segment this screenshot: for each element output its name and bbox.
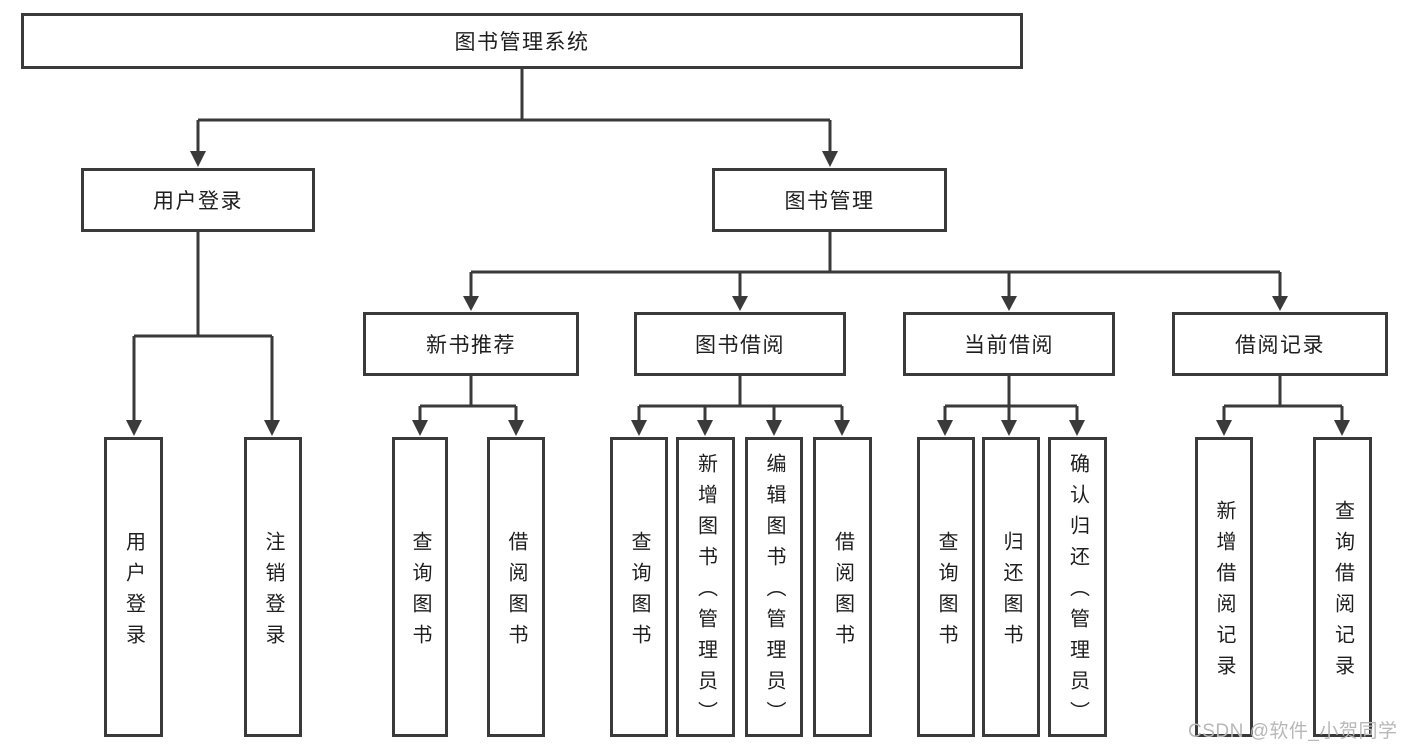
leaf-confirm-return-admin: 确认归还（管理员） — [1048, 437, 1107, 737]
leaf-borrow-books-recommend-label: 借阅图书 — [505, 530, 527, 655]
arrowhead — [126, 420, 142, 436]
node-current-borrow: 当前借阅 — [903, 312, 1115, 376]
arrowhead — [697, 420, 713, 436]
leaf-query-books-current-label: 查询图书 — [935, 530, 957, 655]
leaf-logout-label: 注销登录 — [262, 530, 284, 655]
leaf-user-login-label: 用户登录 — [122, 530, 145, 655]
leaf-add-borrow-record-label: 新增借阅记录 — [1213, 499, 1235, 686]
leaf-return-books-label: 归还图书 — [1000, 530, 1022, 655]
node-current-borrow-label: 当前借阅 — [964, 334, 1054, 357]
leaf-query-books-borrow-label: 查询图书 — [628, 530, 650, 655]
leaf-query-borrow-record: 查询借阅记录 — [1313, 437, 1372, 737]
arrowhead — [264, 420, 280, 436]
leaf-edit-books-admin: 编辑图书（管理员） — [745, 437, 803, 737]
connector-path — [132, 69, 1344, 422]
arrowhead — [822, 151, 838, 167]
node-new-book-recommend-label: 新书推荐 — [426, 334, 516, 357]
leaf-edit-books-admin-label: 编辑图书（管理员） — [763, 453, 785, 732]
node-book-borrow-label: 图书借阅 — [695, 334, 785, 357]
leaf-return-books: 归还图书 — [982, 437, 1040, 737]
arrowhead — [937, 420, 953, 436]
node-library-system: 图书管理系统 — [21, 13, 1023, 69]
arrowhead — [732, 296, 748, 311]
leaf-borrow-books-recommend: 借阅图书 — [487, 437, 545, 737]
leaf-query-books-current: 查询图书 — [917, 437, 975, 737]
leaf-user-login: 用户登录 — [104, 437, 163, 737]
arrowhead — [1001, 420, 1017, 436]
node-borrow-records: 借阅记录 — [1172, 312, 1388, 376]
node-user-login-label: 用户登录 — [153, 190, 243, 213]
leaf-confirm-return-admin-label: 确认归还（管理员） — [1066, 453, 1089, 732]
leaf-borrow-books-label: 借阅图书 — [831, 530, 854, 655]
arrowhead — [631, 420, 647, 436]
leaf-query-books-borrow: 查询图书 — [610, 437, 668, 737]
leaf-add-borrow-record: 新增借阅记录 — [1195, 437, 1253, 737]
arrowheads — [126, 151, 1350, 436]
node-user-login: 用户登录 — [81, 168, 315, 232]
leaf-query-books-recommend: 查询图书 — [392, 437, 448, 737]
node-borrow-records-label: 借阅记录 — [1235, 334, 1325, 357]
arrowhead — [1272, 296, 1288, 311]
node-new-book-recommend: 新书推荐 — [363, 312, 579, 376]
leaf-query-borrow-record-label: 查询借阅记录 — [1331, 499, 1354, 686]
leaf-logout: 注销登录 — [244, 437, 302, 737]
arrowhead — [766, 420, 782, 436]
arrowhead — [1216, 420, 1232, 436]
arrowhead — [834, 420, 850, 436]
csdn-watermark: CSDN @软件_小贺同学 — [1188, 721, 1398, 742]
node-book-borrow: 图书借阅 — [634, 312, 846, 376]
leaf-add-books-admin-label: 新增图书（管理员） — [694, 453, 717, 732]
arrowhead — [1334, 420, 1350, 436]
leaf-add-books-admin: 新增图书（管理员） — [676, 437, 735, 737]
leaf-query-books-recommend-label: 查询图书 — [409, 530, 431, 655]
arrowhead — [190, 151, 206, 167]
arrowhead — [412, 420, 428, 436]
node-book-management: 图书管理 — [712, 168, 947, 232]
node-book-management-label: 图书管理 — [784, 190, 875, 213]
arrowhead — [1069, 420, 1085, 436]
leaf-borrow-books: 借阅图书 — [813, 437, 872, 737]
arrowhead — [1001, 296, 1017, 311]
arrowhead — [508, 420, 524, 436]
arrowhead — [463, 296, 479, 311]
node-library-system-label: 图书管理系统 — [454, 31, 590, 54]
